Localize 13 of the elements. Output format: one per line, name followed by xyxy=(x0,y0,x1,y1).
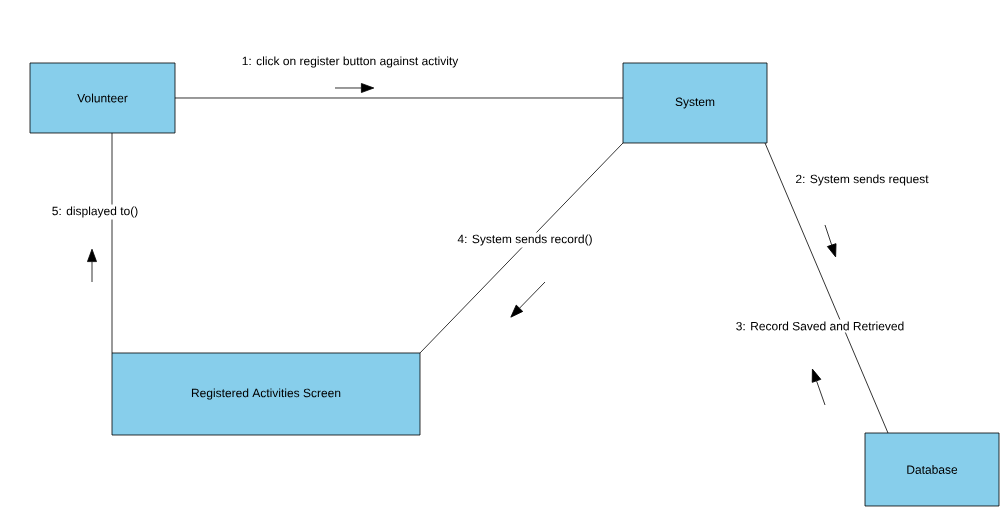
class-box: System xyxy=(622,62,768,144)
class-box: Database xyxy=(864,432,1000,507)
class-box: Registered Activities Screen xyxy=(111,352,421,436)
message-label: 5: displayed to() xyxy=(52,206,138,218)
message-label: 4: System sends record() xyxy=(457,234,592,246)
link-line xyxy=(111,132,113,354)
link-line xyxy=(764,142,889,434)
class-box: Volunteer xyxy=(29,62,176,134)
message-label: 1: click on register button against activity xyxy=(242,56,459,68)
message-label: 3: Record Saved and Retrieved xyxy=(736,321,904,331)
link-line xyxy=(174,97,624,99)
message-label: 2: System sends request xyxy=(796,174,929,186)
link-line xyxy=(419,142,624,354)
